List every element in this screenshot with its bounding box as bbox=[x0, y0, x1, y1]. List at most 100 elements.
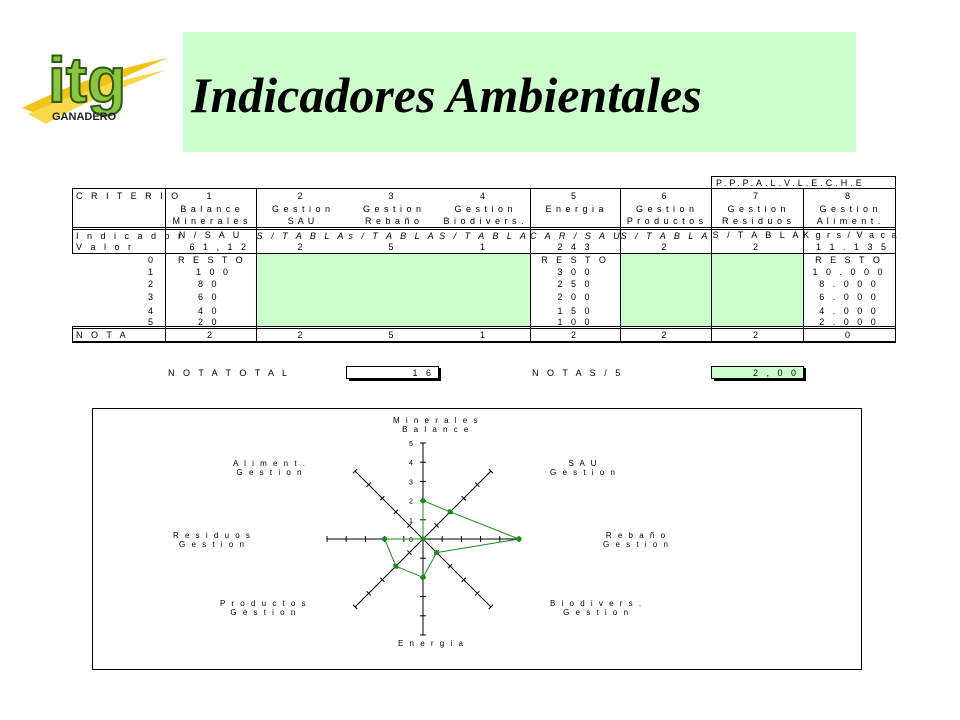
nota-3: 5 bbox=[388, 330, 397, 340]
radar-tick bbox=[406, 550, 412, 556]
indicador-5: C A R / S A U bbox=[530, 231, 623, 241]
valor-label: V a l o r bbox=[76, 242, 135, 252]
criterio-7: 7 bbox=[752, 191, 761, 201]
desc2-6: P r o d u c t o s bbox=[626, 216, 705, 226]
score-4-c8: 4 . 0 0 0 bbox=[819, 306, 879, 316]
radar-axis-label-line2: G e s t i o n bbox=[236, 468, 304, 477]
score-1-c8: 1 0 . 0 0 0 bbox=[812, 267, 886, 277]
score-4-c5: 1 5 0 bbox=[557, 306, 593, 316]
score-3-c5: 2 0 0 bbox=[557, 292, 593, 302]
radar-axis-label-line2: G e s t i o n bbox=[179, 540, 246, 549]
radar-tick-label: 0 bbox=[409, 537, 413, 544]
desc1-2: G e s t i o n bbox=[271, 204, 332, 214]
score-3: 3 bbox=[147, 292, 156, 302]
criterio-5: 5 bbox=[570, 191, 579, 201]
radar-tick bbox=[352, 468, 358, 474]
indicador-7: S / T A B L A bbox=[712, 230, 802, 240]
radar-axis-label-4: B i o d i v e r s .G e s t i o n bbox=[550, 599, 643, 617]
criterio-8: 8 bbox=[844, 191, 853, 201]
indicador-2: S / T A B L A bbox=[256, 231, 347, 241]
desc2-4: B i o d i v e r s . bbox=[443, 216, 525, 226]
radar-axis-label-line1: P r o d u c t o s bbox=[220, 599, 308, 608]
radar-axis-label-line2: G e s t i o n bbox=[230, 608, 298, 617]
radar-tick bbox=[352, 604, 358, 610]
radar-axis-2 bbox=[422, 470, 492, 540]
radar-axis-label-line1: R e b a ñ o bbox=[605, 531, 668, 540]
radar-tick bbox=[406, 522, 412, 528]
radar-axis-label-8: A l i m e n t .G e s t i o n bbox=[233, 459, 307, 477]
logo-subtitle: GANADERO bbox=[52, 111, 117, 123]
radar-tick bbox=[474, 482, 480, 488]
score-4-c1: 4 0 bbox=[198, 306, 220, 316]
radar-point-2 bbox=[447, 509, 453, 515]
score-5-c1: 2 0 bbox=[198, 317, 220, 327]
score-5-c8: 2 . 0 0 0 bbox=[819, 317, 879, 327]
radar-point-1 bbox=[420, 498, 426, 504]
desc1-1: B a l a n c e bbox=[180, 204, 241, 214]
valor-8: 1 1 . 1 3 5 bbox=[815, 242, 889, 252]
desc1-8: G e s t i o n bbox=[819, 204, 879, 214]
radar-point-6 bbox=[393, 563, 399, 569]
radar-tick bbox=[366, 590, 372, 596]
score-0-c8: R E S T O bbox=[815, 255, 883, 265]
valor-4: 1 bbox=[479, 242, 488, 252]
indicador-6: S / T A B L A bbox=[620, 231, 711, 241]
score-1-c5: 3 0 0 bbox=[557, 267, 593, 277]
indicador-label: I n d i c a d o r bbox=[76, 231, 185, 241]
score-5: 5 bbox=[147, 317, 156, 327]
score-2-c8: 8 . 0 0 0 bbox=[819, 279, 879, 289]
score-2-c1: 8 0 bbox=[198, 279, 220, 289]
criterio-1: 1 bbox=[206, 191, 215, 201]
score-2-c5: 2 5 0 bbox=[557, 279, 593, 289]
score-2: 2 bbox=[147, 279, 156, 289]
radar-axis-label-line1: S A U bbox=[568, 459, 599, 468]
nota-4: 1 bbox=[479, 330, 488, 340]
radar-point-4 bbox=[433, 549, 440, 556]
score-0: 0 bbox=[147, 255, 156, 265]
score-1-c1: 1 0 0 bbox=[196, 267, 232, 277]
radar-axis-label-line2: B a l a n c e bbox=[402, 425, 471, 434]
desc2-2: S A U bbox=[287, 216, 316, 226]
radar-axis-label-line1: M i n e r a l e s bbox=[393, 416, 480, 425]
radar-point-3 bbox=[516, 536, 522, 542]
radar-tick bbox=[461, 495, 467, 501]
desc2-7: R e s i d u o s bbox=[721, 216, 793, 226]
indicador-1: N / S A U bbox=[178, 230, 243, 240]
radar-point-8 bbox=[420, 536, 426, 542]
radar-axis-label-line1: R e s i d u o s bbox=[173, 531, 252, 540]
nota-total-value: 1 6 bbox=[412, 368, 434, 378]
nota-7: 2 bbox=[752, 330, 761, 340]
score-0-c1: R E S T O bbox=[178, 255, 246, 265]
radar-tick bbox=[488, 468, 494, 474]
radar-tick-label: 1 bbox=[409, 518, 413, 525]
radar-point-5 bbox=[420, 574, 426, 580]
radar-axis-label-line1: A l i m e n t . bbox=[233, 459, 308, 468]
score-3-c8: 6 . 0 0 0 bbox=[819, 292, 879, 302]
radar-tick bbox=[366, 482, 372, 488]
score-1: 1 bbox=[147, 267, 156, 277]
logo-text: itg bbox=[48, 44, 126, 116]
radar-tick bbox=[434, 522, 440, 528]
desc1-7: G e s t i o n bbox=[727, 204, 787, 214]
criterio-4: 4 bbox=[479, 191, 488, 201]
valor-5: 2 4 3 bbox=[557, 242, 593, 252]
radar-axis-label-line2: G e s t i o n bbox=[603, 540, 670, 549]
indicador-8: K g r s / V a c a bbox=[803, 230, 899, 240]
desc1-5: E n e r g i a bbox=[545, 204, 605, 214]
radar-axis-label-line2: G e s t i o n bbox=[550, 468, 617, 477]
radar-axis-label-line1: E n e r g i a bbox=[398, 639, 465, 648]
score-4: 4 bbox=[147, 306, 156, 316]
radar-tick bbox=[379, 577, 385, 583]
criterio-label: C R I T E R I O bbox=[76, 191, 182, 201]
score-5-c5: 1 0 0 bbox=[557, 317, 593, 327]
radar-tick-label: 5 bbox=[409, 441, 413, 448]
radar-tick bbox=[393, 509, 399, 515]
radar-axis-6 bbox=[354, 538, 424, 608]
radar-tick bbox=[474, 590, 480, 596]
